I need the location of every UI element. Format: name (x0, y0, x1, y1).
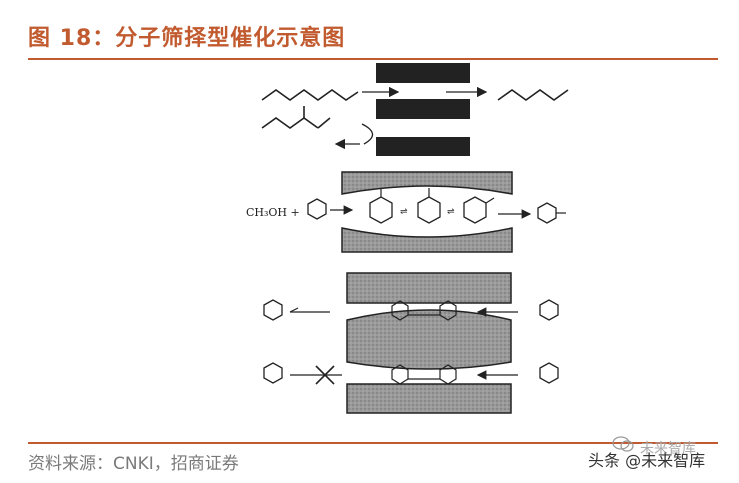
zeolite-wall-bottom (376, 137, 470, 156)
channel-wall-top (346, 272, 512, 304)
para-xylene-product (537, 202, 557, 224)
panel-product-selectivity: CH₃OH + ⇌ ⇌ (246, 171, 566, 253)
xylene-in-upper (539, 299, 559, 321)
figure-title: 图 18：分子筛择型催化示意图 (28, 26, 346, 51)
svg-text:⇌: ⇌ (447, 207, 455, 217)
panel-transition-state-selectivity (263, 272, 559, 414)
trimethylbenzene-out (263, 299, 283, 321)
reactant-label: CH₃OH + (246, 206, 300, 219)
rejection-curve (361, 123, 374, 145)
watermark-faint-text: 未来智库 (640, 441, 696, 457)
pore-wall-upper (341, 171, 513, 195)
linear-alkane-out (497, 89, 569, 101)
zeolite-wall-middle (376, 99, 470, 119)
channel-wall-bottom (346, 383, 512, 414)
channel-wall-middle (346, 309, 512, 370)
footer-divider (28, 442, 718, 444)
chat-bubble-icon (612, 436, 634, 452)
panel-reactant-selectivity (261, 63, 569, 156)
xylene-isomer-2 (417, 196, 441, 224)
branched-alkane (261, 117, 319, 129)
source-note: 资料来源：CNKI，招商证券 (28, 454, 239, 474)
pore-wall-lower (341, 227, 513, 253)
blocked-product (263, 362, 283, 384)
xylene-isomer-1 (369, 196, 393, 224)
zeolite-wall-top (376, 63, 470, 83)
watermark-text: 头条 @未来智库 (588, 451, 706, 470)
xylene-isomer-3 (463, 196, 487, 224)
xylene-in-lower (539, 362, 559, 384)
title-divider (28, 58, 718, 60)
linear-alkane-in (261, 89, 359, 101)
benzene-reactant (307, 198, 327, 220)
svg-text:⇌: ⇌ (400, 207, 408, 217)
